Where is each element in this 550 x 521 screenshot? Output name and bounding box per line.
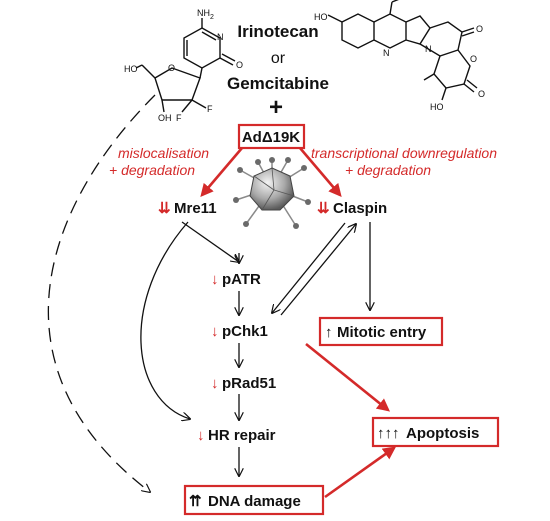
node-hr-repair: HR repair <box>208 427 276 444</box>
f1-label: F <box>176 113 182 123</box>
node-patr: pATR <box>222 271 261 288</box>
node-claspin: Claspin <box>333 200 387 217</box>
annotation-right-line1: transcriptional downregulation <box>311 145 497 161</box>
arrow-mre11-to-patr <box>181 221 239 262</box>
arrow-pchk1-to-claspin <box>280 224 356 316</box>
arrow-mre11-to-hr <box>140 221 190 419</box>
red-arrow-dna-to-apoptosis <box>324 446 397 499</box>
double-up-icon: ⇈ <box>189 493 202 510</box>
red-arrow-to-claspin <box>299 147 342 197</box>
up-arrow-icon: ↑ <box>325 324 333 341</box>
node-dna-damage: DNA damage <box>208 493 301 510</box>
triple-up-icon: ↑↑↑ <box>377 425 400 442</box>
node-prad51: pRad51 <box>222 375 276 392</box>
ribose-o-label: O <box>168 63 175 73</box>
plus-sign: + <box>269 94 283 121</box>
down-double-icon: ⇊ <box>317 200 330 217</box>
red-arrow-to-mre11 <box>200 147 243 197</box>
dna-damage-box <box>183 484 325 516</box>
camp-n1-label: N <box>383 48 390 58</box>
f2-label: F <box>207 104 213 114</box>
node-pchk1: pChk1 <box>222 323 268 340</box>
down-arrow-icon: ↓ <box>211 271 219 288</box>
annotation-right-line2: + degradation <box>345 162 431 178</box>
ho-label: HO <box>124 64 138 74</box>
oh-label: OH <box>158 113 172 123</box>
node-mitotic-entry: Mitotic entry <box>337 324 427 341</box>
down-arrow-icon: ↓ <box>211 323 219 340</box>
nh2-label: NH <box>197 8 210 18</box>
drug-irinotecan: Irinotecan <box>237 22 318 41</box>
node-mre11: Mre11 <box>174 200 217 217</box>
down-double-icon: ⇊ <box>158 200 171 217</box>
drug-connector: or <box>271 50 286 67</box>
arrow-claspin-to-pchk1 <box>272 222 346 313</box>
nh2-subscript: 2 <box>210 14 214 21</box>
down-arrow-icon: ↓ <box>197 427 205 444</box>
camp-o1-label: O <box>476 24 483 34</box>
red-arrow-mitotic-to-apoptosis <box>305 342 391 412</box>
virus-label: AdΔ19K <box>242 129 300 146</box>
cytidine-o-label: O <box>236 60 243 70</box>
node-apoptosis: Apoptosis <box>406 425 479 442</box>
mitotic-entry-box <box>318 316 444 347</box>
camp-oh-label: HO <box>430 102 444 112</box>
adenovirus-icon <box>233 157 311 229</box>
annotation-left-line1: mislocalisation <box>118 145 209 161</box>
down-arrow-icon: ↓ <box>211 375 219 392</box>
apoptosis-box <box>371 416 500 448</box>
annotation-left-line2: + degradation <box>109 162 195 178</box>
cytidine-n-label: N <box>217 32 224 42</box>
virus-label-box <box>237 123 306 150</box>
dashed-arrow-drugs-to-dna <box>47 94 156 492</box>
gemcitabine-structure <box>135 18 236 113</box>
drug-gemcitabine: Gemcitabine <box>227 74 329 93</box>
camp-ho-label: HO <box>314 12 328 22</box>
camp-o2-label: O <box>470 54 477 64</box>
camp-o3-label: O <box>478 89 485 99</box>
camp-n2-label: N <box>425 44 432 54</box>
irinotecan-structure <box>327 0 478 101</box>
